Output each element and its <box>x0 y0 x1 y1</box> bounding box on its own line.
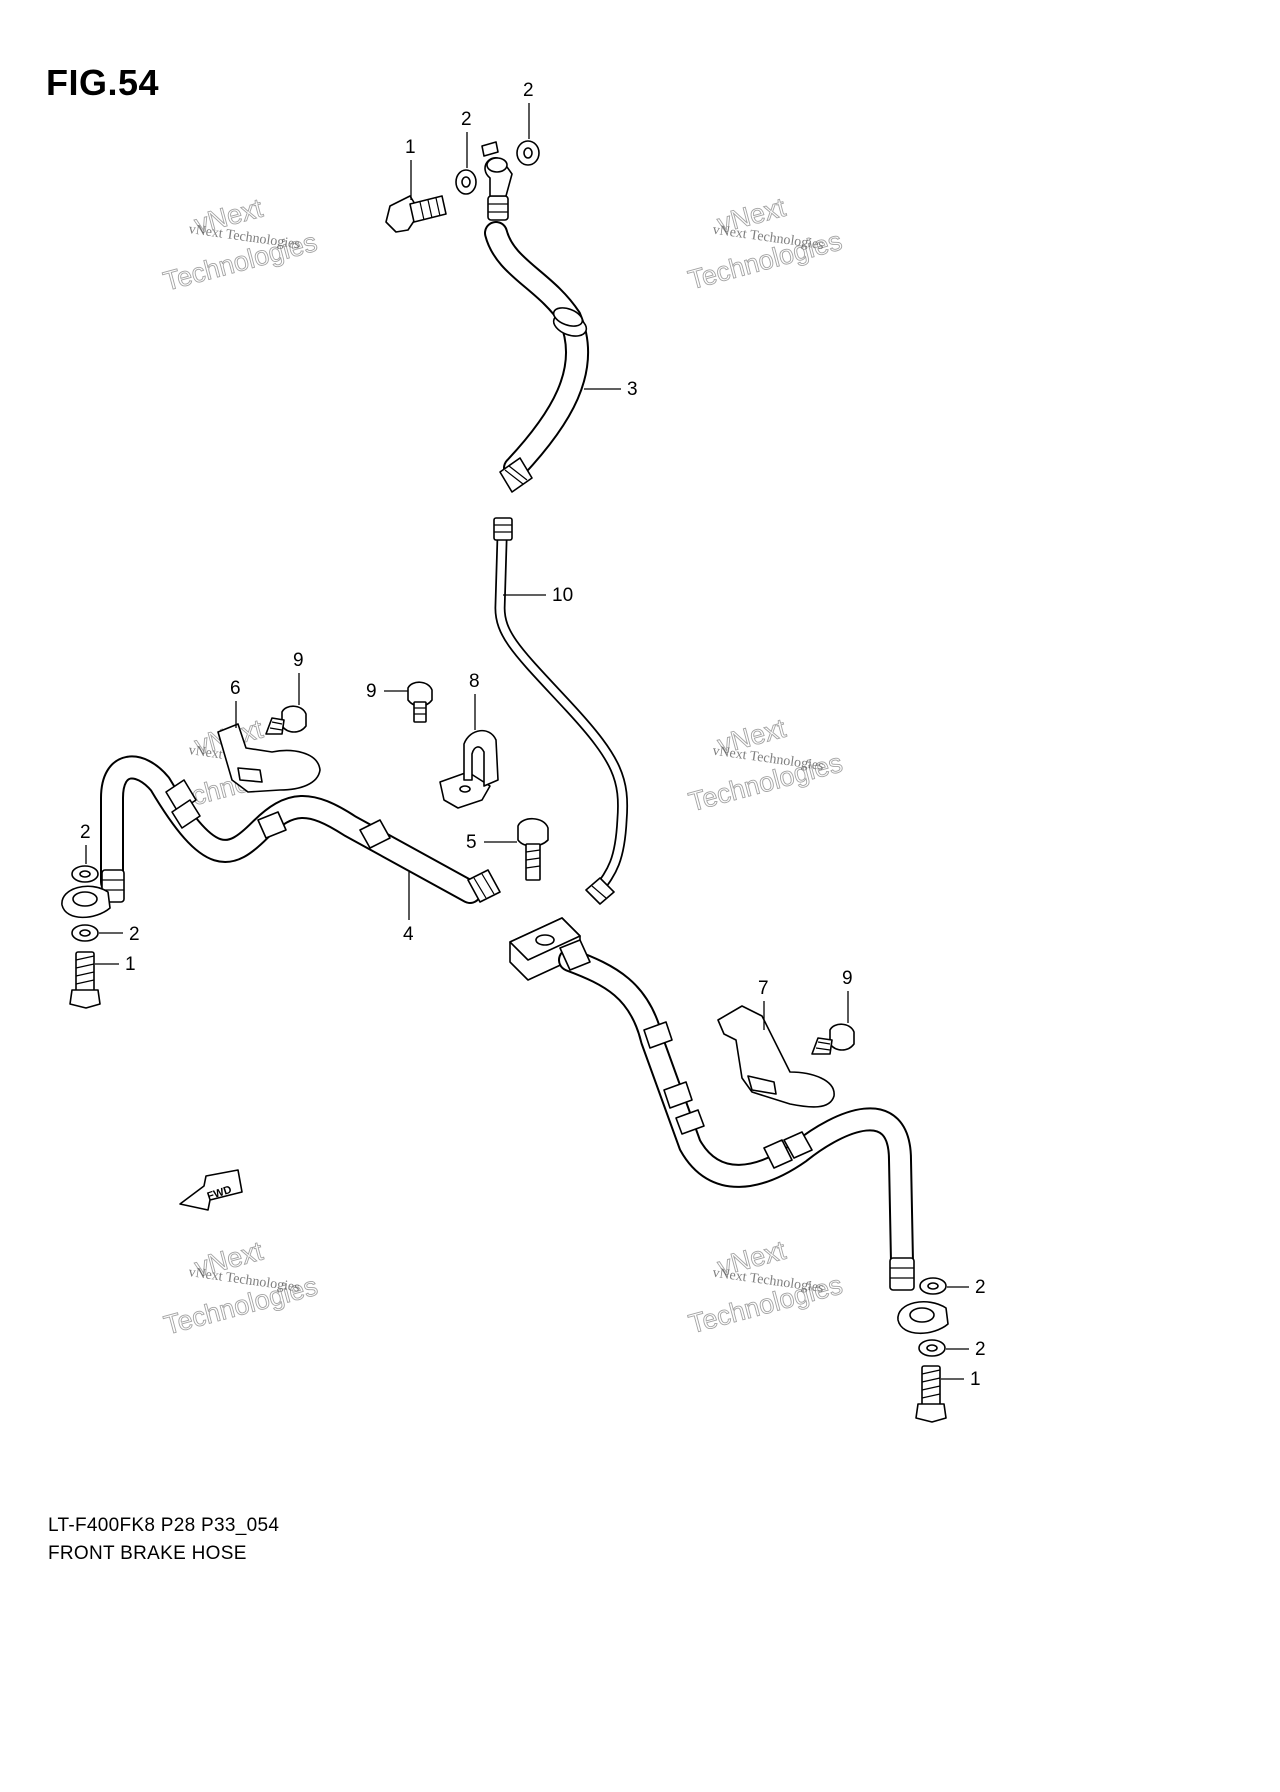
svg-text:8: 8 <box>469 671 480 692</box>
clamp-bolt-6 <box>265 705 307 735</box>
svg-text:6: 6 <box>230 678 241 699</box>
svg-text:10: 10 <box>552 585 573 606</box>
clamp-bolt-8 <box>407 681 433 723</box>
callout-1-right: 1 <box>941 1369 981 1390</box>
junction-bolt-5 <box>517 817 549 881</box>
svg-text:9: 9 <box>293 650 304 671</box>
svg-text:1: 1 <box>125 954 136 975</box>
top-banjo-bolt <box>385 195 447 233</box>
assembly-name: FRONT BRAKE HOSE <box>48 1543 247 1564</box>
callout-9-left: 9 <box>293 650 304 705</box>
hose-clamp-7 <box>717 1005 835 1108</box>
svg-text:7: 7 <box>758 978 769 999</box>
svg-text:2: 2 <box>461 109 472 130</box>
callout-2-left-top: 2 <box>80 822 91 864</box>
right-banjo-fitting <box>897 1277 949 1423</box>
callout-9-right: 9 <box>842 968 853 1023</box>
callout-2-right-top: 2 <box>947 1277 986 1298</box>
svg-text:2: 2 <box>129 924 140 945</box>
left-banjo-fitting <box>61 865 111 1009</box>
watermark-bottom-right: vNext Technologies vNext Technologies <box>685 1234 846 1339</box>
callout-10: 10 <box>503 585 573 606</box>
fwd-arrow: FWD <box>179 1169 243 1211</box>
junction-block <box>509 917 581 981</box>
brake-pipe <box>493 517 629 905</box>
callout-2-top-left: 2 <box>461 109 472 168</box>
top-washer-left <box>455 169 477 195</box>
callout-9-mid: 9 <box>366 681 408 702</box>
callout-2-left-bottom: 2 <box>99 924 140 945</box>
svg-text:2: 2 <box>523 80 534 101</box>
svg-text:9: 9 <box>366 681 377 702</box>
callout-2-right-bottom: 2 <box>946 1339 986 1360</box>
callout-3: 3 <box>584 379 638 400</box>
watermark-top-left: vNext Technologies vNext Technologies <box>160 192 321 297</box>
svg-text:3: 3 <box>627 379 638 400</box>
callout-8: 8 <box>469 671 480 730</box>
watermark-bottom-left: vNext Technologies vNext Technologies <box>160 1235 321 1341</box>
svg-text:2: 2 <box>80 822 91 843</box>
svg-text:2: 2 <box>975 1277 986 1298</box>
front-hose-left <box>100 755 501 904</box>
hose-clamp-8 <box>439 729 499 809</box>
callout-6: 6 <box>230 678 241 728</box>
figure-title: FIG.54 <box>46 62 160 103</box>
callout-5: 5 <box>466 832 517 853</box>
watermark-top-right: vNext Technologies vNext Technologies <box>685 191 846 295</box>
svg-text:1: 1 <box>970 1369 981 1390</box>
svg-text:9: 9 <box>842 968 853 989</box>
callout-7: 7 <box>758 978 769 1030</box>
callout-2-top-right: 2 <box>523 80 534 139</box>
hose-clamp-6 <box>217 723 321 793</box>
svg-text:4: 4 <box>403 924 414 945</box>
top-washer-right <box>516 140 540 166</box>
watermark-mid-right: vNext Technologies vNext Technologies <box>685 712 846 817</box>
front-hose-right <box>558 939 915 1291</box>
clamp-bolt-7 <box>811 1023 855 1055</box>
callout-1-left: 1 <box>95 954 136 975</box>
upper-brake-hose <box>481 141 590 493</box>
svg-text:5: 5 <box>466 832 477 853</box>
callout-1-top: 1 <box>405 137 416 200</box>
model-code: LT-F400FK8 P28 P33_054 <box>48 1515 280 1536</box>
callout-4: 4 <box>403 872 414 945</box>
svg-text:1: 1 <box>405 137 416 158</box>
svg-text:2: 2 <box>975 1339 986 1360</box>
